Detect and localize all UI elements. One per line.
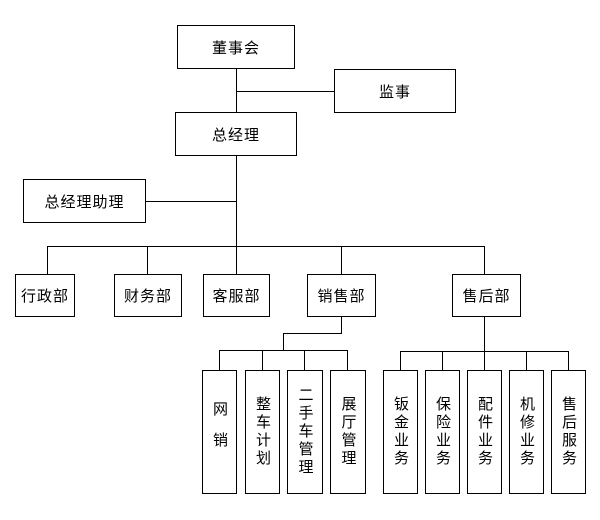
connector-sales-jog	[283, 333, 342, 334]
connector-stub-mechanical	[526, 351, 527, 370]
org-node-insurance: 保险业务	[425, 370, 460, 494]
connector-sales-drop-1	[341, 317, 342, 333]
connector-gm-down	[236, 156, 237, 246]
connector-stub-insurance	[442, 351, 443, 370]
connector-departments-bus	[47, 246, 485, 247]
connector-stub-online-sales	[219, 350, 220, 370]
connector-board-to-gm	[236, 69, 237, 112]
org-node-after-sales-dept: 售后部	[452, 274, 521, 317]
org-node-sheet-metal: 钣金业务	[383, 370, 418, 494]
org-node-after-sales-service: 售后服务	[551, 370, 586, 494]
connector-stub-parts	[484, 351, 485, 370]
connector-stub-sales	[341, 246, 342, 274]
org-node-parts: 配件业务	[467, 370, 502, 494]
org-node-vehicle-planning: 整车计划	[245, 370, 280, 494]
connector-after-sales-drop	[484, 317, 485, 351]
connector-sales-drop-2	[283, 333, 284, 350]
connector-stub-service	[568, 351, 569, 370]
org-node-general-manager: 总经理	[175, 112, 297, 156]
org-node-showroom-management: 展厅管理	[330, 370, 366, 494]
org-node-admin-dept: 行政部	[15, 274, 75, 317]
org-node-online-sales: 网销	[202, 370, 237, 494]
connector-sales-bus	[219, 350, 348, 351]
connector-stub-sheet-metal	[400, 351, 401, 370]
connector-stub-used-car	[304, 350, 305, 370]
org-node-customer-service-dept: 客服部	[203, 274, 270, 317]
org-node-used-car-management: 二手车管理	[287, 370, 323, 494]
org-node-sales-dept: 销售部	[307, 274, 376, 317]
connector-stub-customer-service	[236, 246, 237, 274]
org-node-supervisor: 监事	[334, 69, 456, 113]
connector-to-gm-assistant	[146, 201, 236, 202]
org-node-board: 董事会	[177, 25, 295, 69]
connector-stub-finance	[147, 246, 148, 274]
org-node-finance-dept: 财务部	[114, 274, 182, 317]
connector-stub-after-sales	[484, 246, 485, 274]
connector-to-supervisor	[236, 91, 334, 92]
org-node-mechanical-repair: 机修业务	[509, 370, 544, 494]
connector-stub-admin	[47, 246, 48, 274]
connector-stub-showroom	[347, 350, 348, 370]
org-node-gm-assistant: 总经理助理	[23, 179, 146, 223]
connector-stub-vehicle-planning	[262, 350, 263, 370]
